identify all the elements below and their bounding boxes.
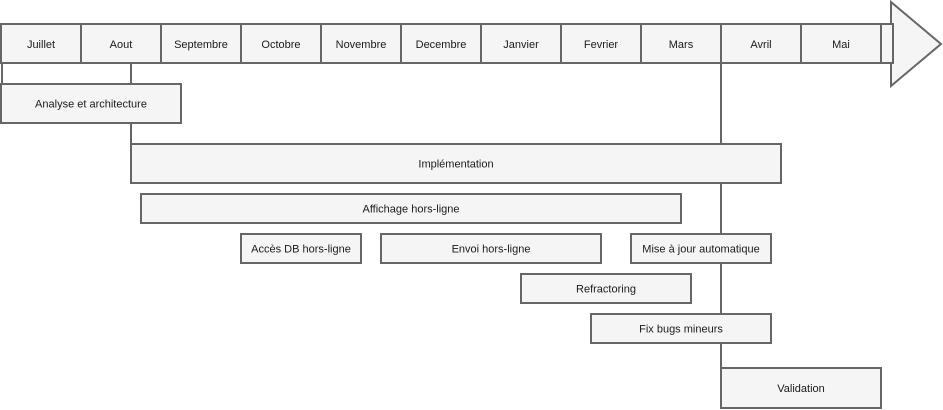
month-cell-mars: Mars — [640, 23, 722, 64]
month-label: Decembre — [416, 39, 467, 51]
month-cell-mai: Mai — [800, 23, 882, 64]
task-box — [130, 143, 782, 184]
month-cell-aout: Aout — [80, 23, 162, 64]
month-label: Fevrier — [584, 39, 619, 51]
month-label: Septembre — [174, 39, 228, 51]
month-box — [640, 23, 722, 64]
month-box — [320, 23, 402, 64]
month-cell-fevrier: Fevrier — [560, 23, 642, 64]
task-box — [380, 233, 602, 264]
task-label: Affichage hors-ligne — [362, 204, 459, 216]
month-cell-octobre: Octobre — [240, 23, 322, 64]
month-cell-novembre: Novembre — [320, 23, 402, 64]
month-cell-avril: Avril — [720, 23, 802, 64]
month-label: Avril — [750, 39, 771, 51]
month-box — [0, 23, 82, 64]
task-boxes: Analyse et architectureImplémentationAff… — [0, 83, 882, 409]
task-refactoring: Refractoring — [520, 273, 692, 304]
task-validation: Validation — [720, 367, 882, 409]
task-label: Analyse et architecture — [35, 99, 147, 111]
month-box — [560, 23, 642, 64]
task-box — [240, 233, 362, 264]
month-box — [800, 23, 882, 64]
month-label: Octobre — [261, 39, 300, 51]
month-cell-septembre: Septembre — [160, 23, 242, 64]
task-box — [630, 233, 772, 264]
month-label: Mars — [669, 39, 694, 51]
task-envoi: Envoi hors-ligne — [380, 233, 602, 264]
task-box — [140, 193, 682, 224]
month-cell-janvier: Janvier — [480, 23, 562, 64]
timeline-arrow-head — [890, 0, 943, 89]
task-box — [720, 367, 882, 409]
month-label: Mai — [832, 39, 850, 51]
task-box — [520, 273, 692, 304]
task-fix-bugs: Fix bugs mineurs — [590, 313, 772, 344]
task-acces-db: Accès DB hors-ligne — [240, 233, 362, 264]
task-label: Accès DB hors-ligne — [251, 244, 351, 256]
month-box — [80, 23, 162, 64]
month-label: Aout — [110, 39, 133, 51]
task-label: Envoi hors-ligne — [452, 244, 531, 256]
month-box — [400, 23, 482, 64]
month-box — [480, 23, 562, 64]
month-cells: Juillet Aout Septembre Octobre Novembre Decem… — [0, 23, 882, 64]
month-cell-juillet: Juillet — [0, 23, 82, 64]
task-label: Validation — [777, 383, 825, 395]
task-box — [590, 313, 772, 344]
task-implementation: Implémentation — [130, 143, 782, 184]
task-label: Fix bugs mineurs — [639, 324, 723, 336]
task-label: Implémentation — [418, 159, 493, 171]
task-analyse: Analyse et architecture — [0, 83, 182, 124]
task-label: Mise à jour automatique — [642, 244, 759, 256]
month-label: Juillet — [27, 39, 55, 51]
task-affichage: Affichage hors-ligne — [140, 193, 682, 224]
task-box — [0, 83, 182, 124]
month-label: Novembre — [336, 39, 387, 51]
task-mise-a-jour: Mise à jour automatique — [630, 233, 772, 264]
month-cell-decembre: Decembre — [400, 23, 482, 64]
task-label: Refractoring — [576, 284, 636, 296]
month-label: Janvier — [503, 39, 539, 51]
month-box — [240, 23, 322, 64]
